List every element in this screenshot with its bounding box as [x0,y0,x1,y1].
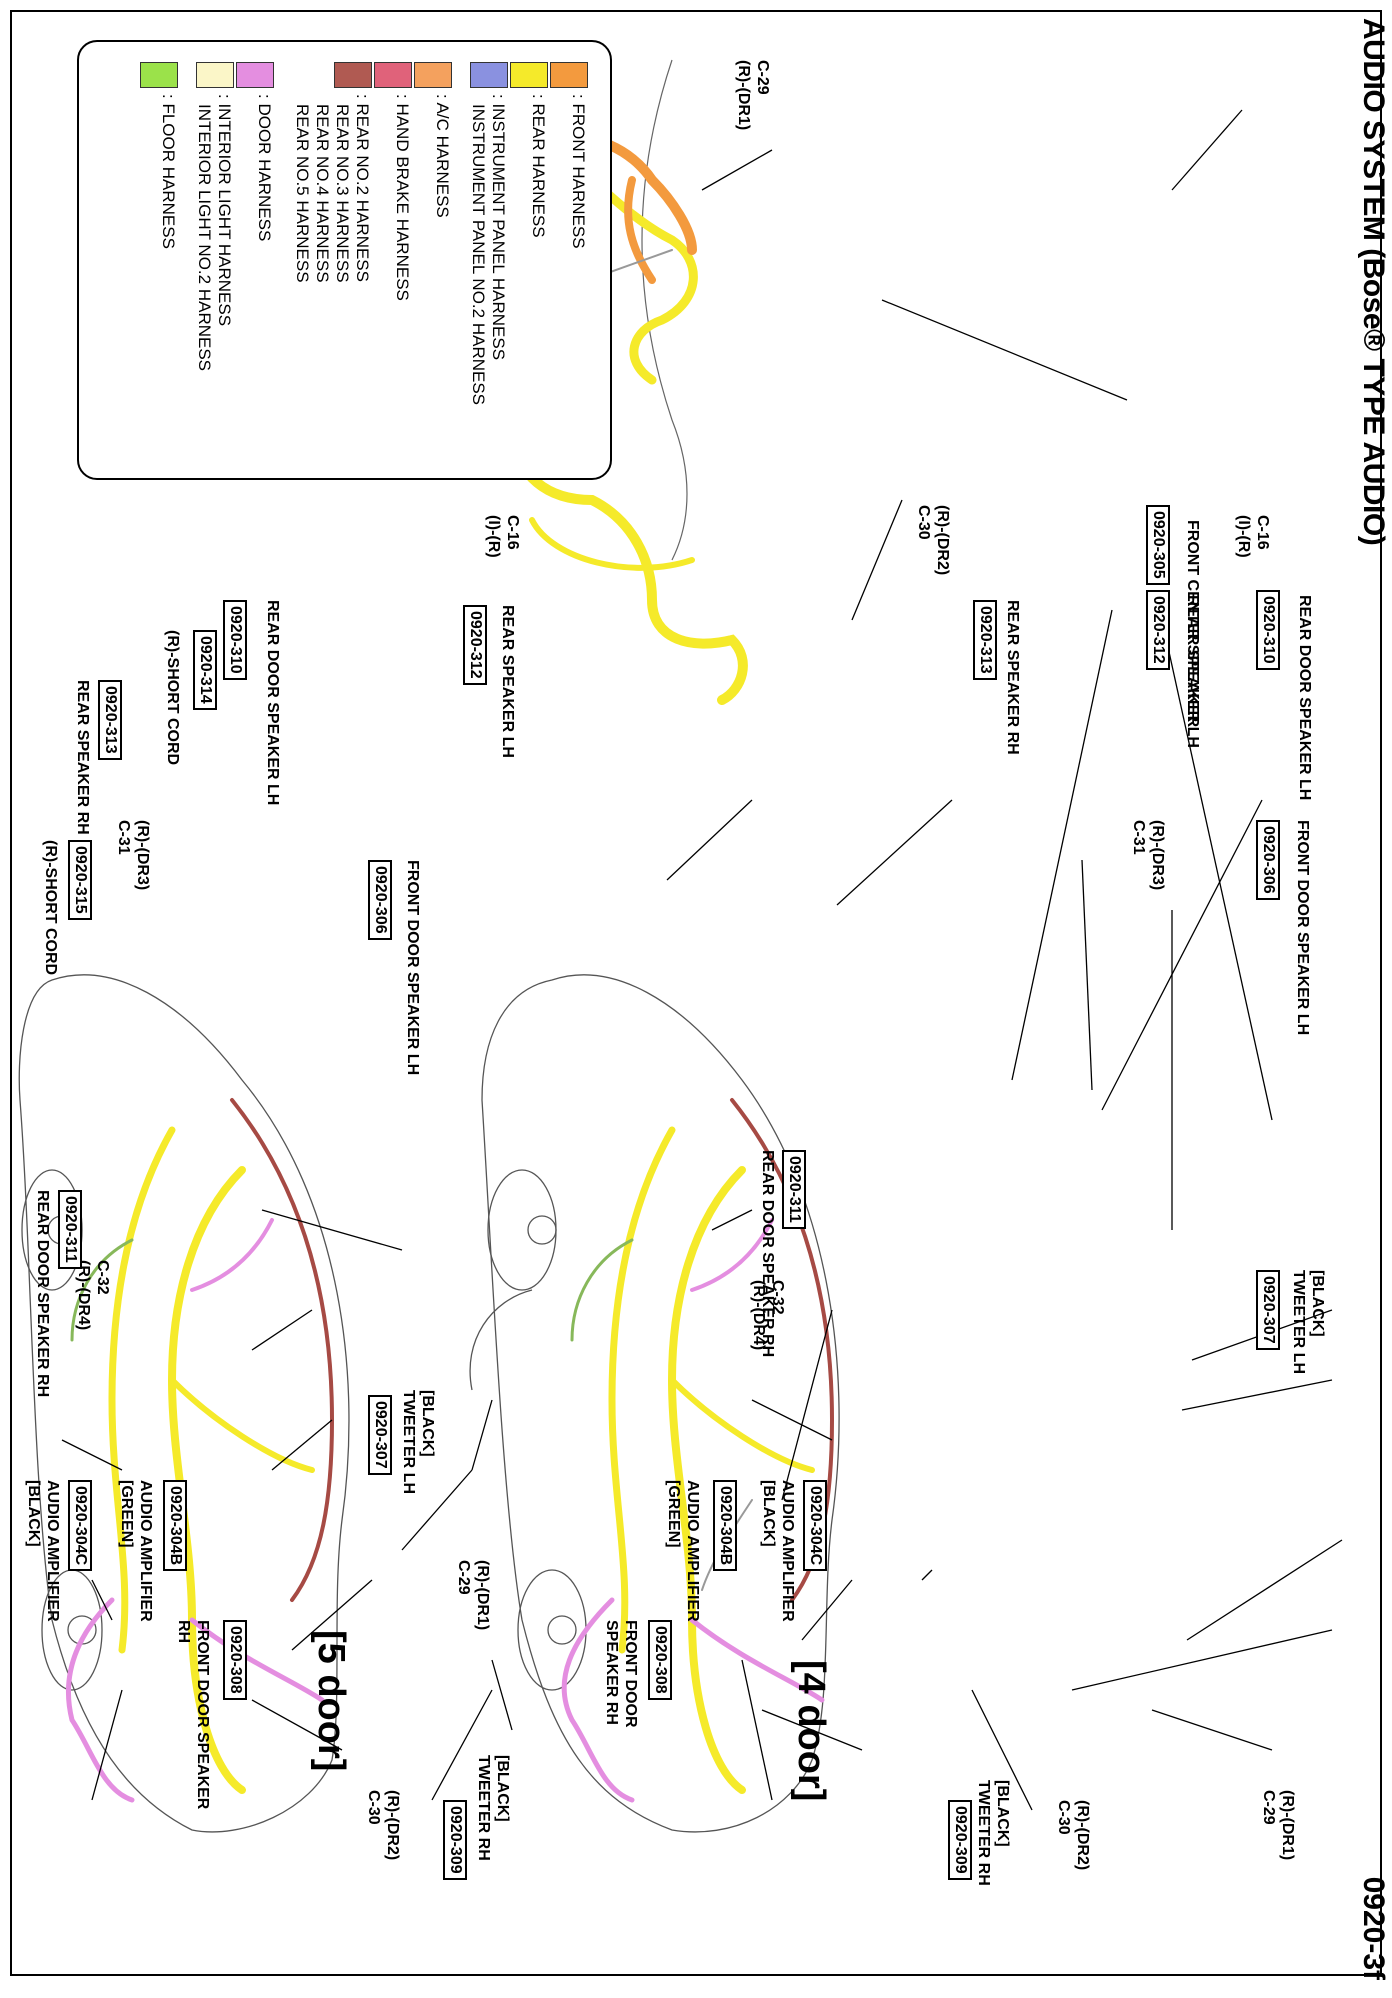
legend-item-rear-no2: : REAR NO.2 HARNESS REAR NO.3 HARNESS RE… [292,62,372,283]
front-center-speaker-code: 0920-305 [1146,505,1170,585]
rear-speaker-lh-label-5door: REAR SPEAKER LH [499,605,516,758]
rear-door-lh-code-5door: 0920-310 [223,600,247,680]
amp-c-label-4door: AUDIO AMPLIFIER [BLACK] [760,1480,796,1622]
tweeter-rh-code-5door: 0920-309 [443,1800,467,1880]
legend-swatch [470,62,508,88]
rear-speaker-lh-code-4door: 0920-312 [1146,590,1170,670]
tweeter-lh-label-4door: [BLACK] TWEETER LH [1290,1270,1326,1374]
connector-c29-top: C-29 (R)-(DR1) [735,60,771,131]
rear-door-rh-code-5door: 0920-311 [58,1190,82,1269]
short-cord2-code-5door: 0920-315 [68,840,92,920]
legend-swatch [140,62,178,88]
door-4-title: [4 door] [790,1660,832,1802]
front-door-lh-code-5door: 0920-306 [368,860,392,940]
amp-b-label-5door: AUDIO AMPLIFIER [GREEN] [118,1480,154,1622]
legend-sublabel: REAR NO.3 HARNESS REAR NO.4 HARNESS REAR… [293,104,352,283]
tweeter-lh-code-4door: 0920-307 [1256,1270,1280,1350]
rear-door-lh-code-4door: 0920-310 [1256,590,1280,670]
rear-door-lh-label-5door: REAR DOOR SPEAKER LH [264,600,281,806]
front-door-rh-code-4door: 0920-308 [648,1620,672,1700]
tweeter-rh-label-5door: [BLACK] TWEETER RH [475,1755,511,1861]
connector-c16-ip: C-16 (I)-(R) [1235,515,1271,558]
legend-swatch [510,62,548,88]
connector-c32-5door: C-32 (R)-(DR4) [75,1260,111,1331]
harness-legend: : FRONT HARNESS : REAR HARNESS : INSTRUM… [77,40,612,480]
front-door-rh-code-5door: 0920-308 [223,1620,247,1700]
legend-label: : A/C HARNESS [433,94,452,218]
connector-c29-4door: (R)-(DR1) C-29 [1260,1790,1296,1861]
legend-item-hand-brake: : HAND BRAKE HARNESS [374,62,412,301]
tweeter-rh-label-4door: [BLACK] TWEETER RH [975,1780,1011,1886]
legend-item-instrument-panel: : INSTRUMENT PANEL HARNESS INSTRUMENT PA… [468,62,508,405]
rear-speaker-rh-label-4door: REAR SPEAKER RH [1004,600,1021,755]
connector-c30-top: (R)-(DR2) C-30 [915,505,951,576]
short-cord-code-5door: 0920-314 [193,630,217,710]
legend-sublabel: INTERIOR LIGHT NO.2 HARNESS [195,104,214,372]
legend-swatch [414,62,452,88]
legend-label: : FLOOR HARNESS [159,94,178,249]
rear-speaker-lh-code-5door: 0920-312 [463,605,487,685]
tweeter-lh-label-5door: [BLACK] TWEETER LH [400,1390,436,1494]
legend-sublabel: INSTRUMENT PANEL NO.2 HARNESS [469,104,488,406]
front-door-rh-label-4door: FRONT DOOR SPEAKER RH [603,1620,639,1728]
rear-speaker-rh-code-4door: 0920-313 [973,600,997,680]
connector-c32-4door: C-32 (R)-(DR4) [750,1280,786,1351]
legend-swatch [236,62,274,88]
connector-c31-4door: (R)-(DR3) C-31 [1130,820,1166,891]
rear-speaker-rh-code-5door: 0920-313 [98,680,122,760]
front-door-lh-label-5door: FRONT DOOR SPEAKER LH [404,860,421,1076]
legend-label: : REAR HARNESS [529,94,548,238]
legend-item-front-harness: : FRONT HARNESS [550,62,588,249]
rear-speaker-lh-label-4door: REAR SPEAKER LH [1184,595,1201,748]
amp-b-label-4door: AUDIO AMPLIFIER [GREEN] [665,1480,701,1622]
legend-item-interior-light: : INTERIOR LIGHT HARNESS INTERIOR LIGHT … [194,62,234,371]
tweeter-rh-code-4door: 0920-309 [948,1800,972,1880]
legend-swatch [374,62,412,88]
amp-b-code-4door: 0920-304B [713,1480,737,1572]
legend-label: : HAND BRAKE HARNESS [393,94,412,301]
rear-speaker-rh-label-5door: REAR SPEAKER RH [74,680,91,835]
rear-door-lh-label-4door: REAR DOOR SPEAKER LH [1296,595,1313,801]
connector-c29-5door: (R)-(DR1) C-29 [455,1560,491,1631]
amp-c-code-4door: 0920-304C [803,1480,827,1572]
connector-c30-5door: (R)-(DR2) C-30 [365,1790,401,1861]
amp-b-code-5door: 0920-304B [163,1480,187,1572]
legend-label: : FRONT HARNESS [569,94,588,249]
front-door-lh-label-4door: FRONT DOOR SPEAKER LH [1294,820,1311,1036]
rear-door-rh-code-4door: 0920-311 [782,1150,806,1229]
legend-label: : INTERIOR LIGHT HARNESS [215,94,234,327]
legend-swatch [334,62,372,88]
front-door-rh-label-5door: FRONT DOOR SPEAKER RH [175,1620,211,1810]
legend-swatch [550,62,588,88]
connector-c30-4door: (R)-(DR2) C-30 [1055,1800,1091,1871]
legend-label: : DOOR HARNESS [255,94,274,242]
legend-label: : INSTRUMENT PANEL HARNESS [489,94,508,361]
legend-item-rear-harness: : REAR HARNESS [510,62,548,238]
front-door-lh-code-4door: 0920-306 [1256,820,1280,900]
leader-lines [61,109,1343,1811]
legend-item-floor-harness: : FLOOR HARNESS [140,62,178,249]
amp-c-code-5door: 0920-304C [68,1480,92,1572]
rear-door-rh-label-5door: REAR DOOR SPEAKER RH [34,1190,51,1398]
legend-item-ac-harness: : A/C HARNESS [414,62,452,218]
car-4door-outline [469,974,840,1833]
short-cord2-label-5door: (R)-SHORT CORD [42,840,59,976]
door-5-title: [5 door] [310,1630,352,1772]
tweeter-lh-code-5door: 0920-307 [368,1395,392,1475]
amp-c-label-5door: AUDIO AMPLIFIER [BLACK] [25,1480,61,1622]
short-cord-label-5door: (R)-SHORT CORD [164,630,181,766]
connector-c31-5door: (R)-(DR3) C-31 [115,820,151,891]
legend-label: : REAR NO.2 HARNESS [353,94,372,282]
connector-c16-rear: C-16 (I)-(R) [485,515,521,558]
legend-item-door-harness: : DOOR HARNESS [236,62,274,241]
legend-swatch [196,62,234,88]
